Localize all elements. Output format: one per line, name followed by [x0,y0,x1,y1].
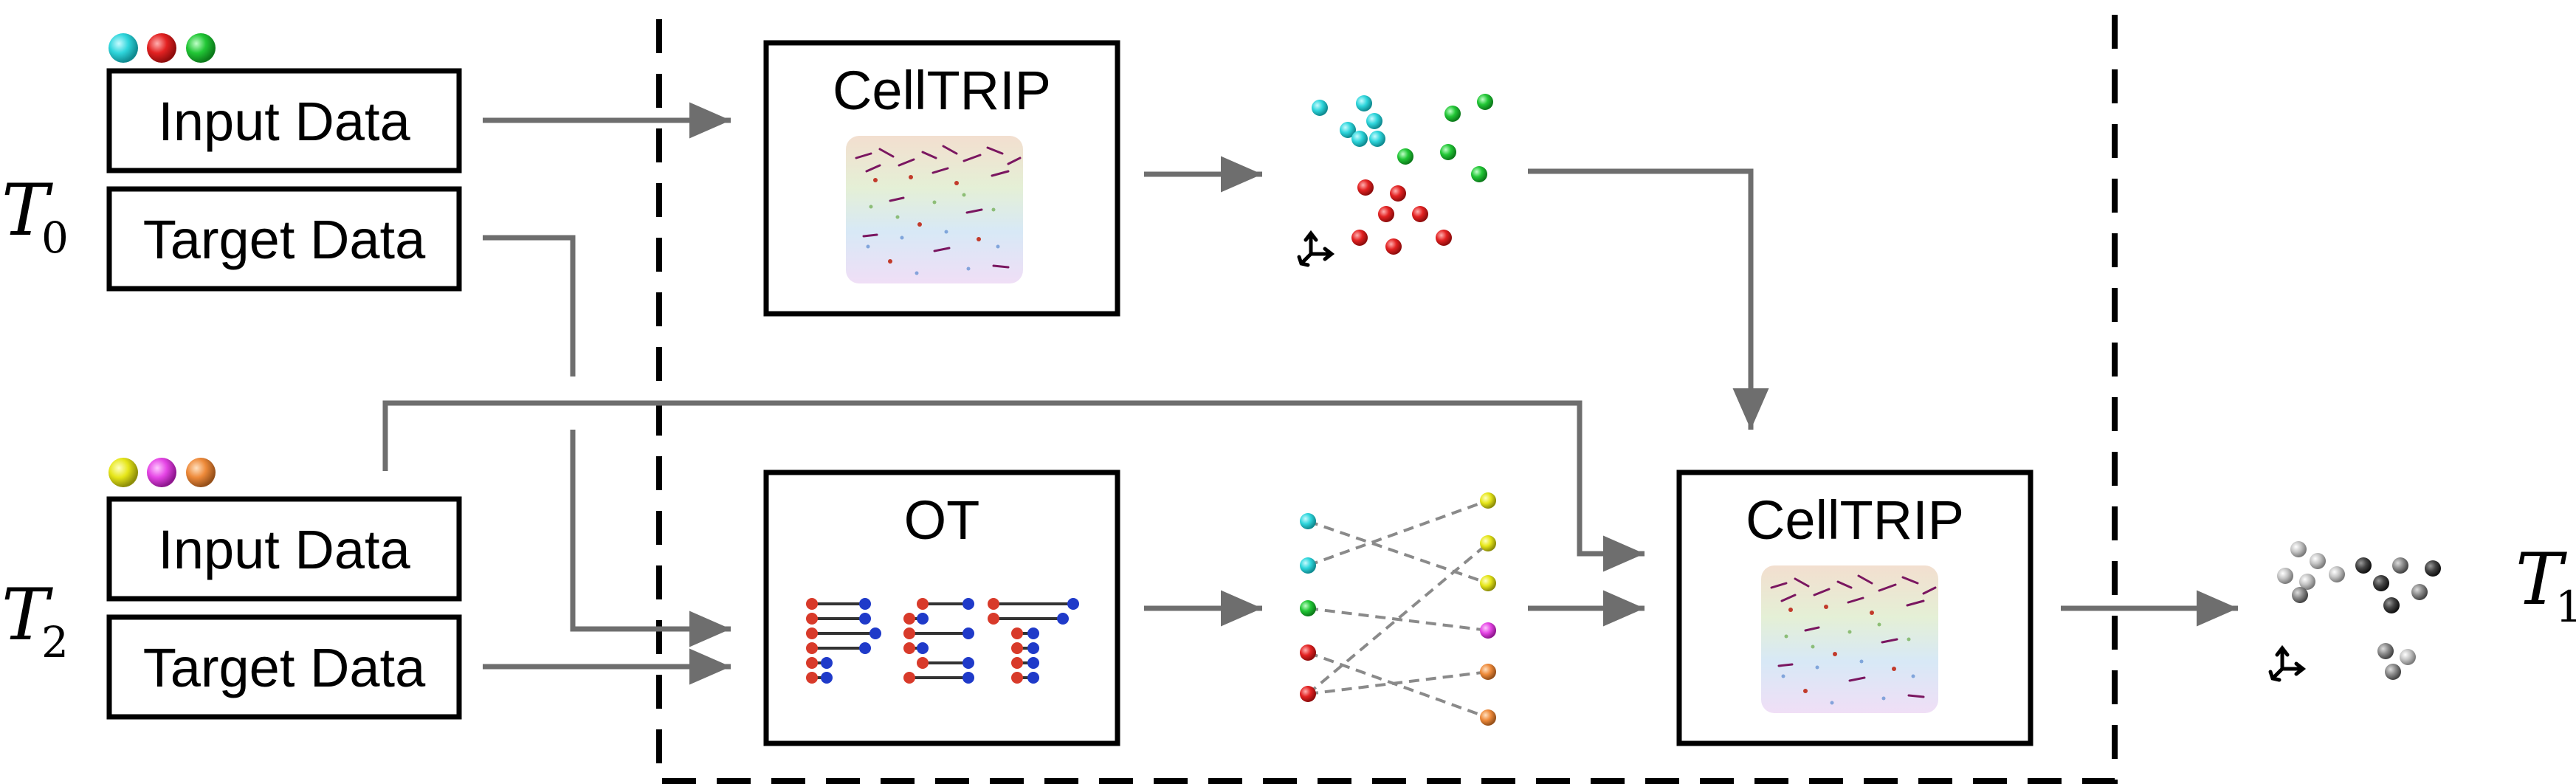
target-data-label-top: Target Data [143,209,426,270]
input-data-box-bottom: Input Data [106,496,462,602]
ot-matching-schematic [1300,492,1496,726]
celltrip-label-top: CellTRIP [833,60,1051,121]
ot-box: OT [763,470,1120,746]
tissue-plot-bottom [1760,564,1940,715]
dot-yellow [109,458,138,487]
t0-subscript: 0 [41,213,69,263]
final-output-scatter [2270,541,2441,680]
tissue-plot-top [844,134,1024,285]
celltrip-output-scatter [1299,94,1493,265]
time-label-t1: T 1 [2515,538,2576,632]
target-data-box-top: Target Data [106,186,462,292]
time-label-t0: T 0 [1,169,69,263]
t1-symbol: T [2515,538,2567,621]
t1-subscript: 1 [2555,582,2576,632]
input-data-label-bottom: Input Data [158,519,410,580]
input-data-label-top: Input Data [158,91,410,152]
arrow-target-top-to-ot [483,235,576,376]
celltrip-box-bottom: CellTRIP [1676,470,2033,746]
celltrip-box-top: CellTRIP [763,40,1120,317]
target-data-label-bottom: Target Data [143,637,426,698]
arrow-input-bottom-to-celltrip-bottom [382,400,1645,572]
target-data-box-bottom: Target Data [106,614,462,720]
celltrip-label-bottom: CellTRIP [1746,489,1964,551]
dot-cyan [109,33,138,63]
dot-magenta [147,458,176,487]
ot-label: OT [904,489,980,551]
celltrip-dashed-region [656,0,2118,784]
t0-symbol: T [1,169,53,252]
axes-icon-final [2270,648,2303,680]
dot-green [186,33,216,63]
input-dots-bottom [109,458,216,487]
time-label-t2: T 2 [1,574,69,667]
t2-subscript: 2 [41,617,69,667]
dot-red [147,33,176,63]
arrow-target-top-to-ot-lower [570,430,731,647]
axes-icon-top [1299,233,1332,265]
input-dots-top [109,33,216,63]
dot-orange [186,458,216,487]
connector-arrows [382,102,2238,685]
input-data-box-top: Input Data [106,68,462,173]
ot-matching-glyphs [806,598,1079,684]
t2-symbol: T [1,574,53,656]
arrow-scatter-to-celltrip-bottom [1528,168,1769,430]
